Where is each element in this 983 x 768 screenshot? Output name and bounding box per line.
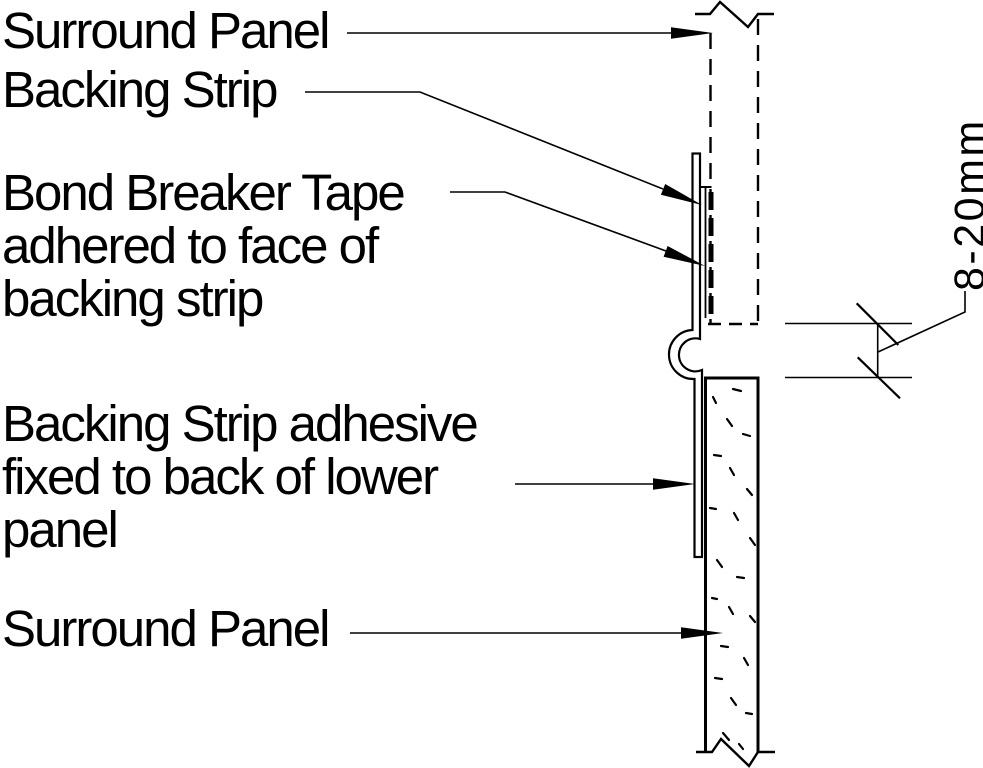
dimension-tick-icon [855,302,900,346]
label-line: Backing Strip adhesive [2,395,479,452]
annotation-surround-panel-top: Surround Panel [2,2,330,59]
dimension-text-leader [877,291,966,353]
leader-backing-strip-adhesive [515,478,695,490]
leader-arrowhead-icon [671,27,713,39]
label-line: adhered to face of [2,217,379,274]
upper-panel-break-symbol [695,0,774,29]
leader-bond-breaker-tape [450,191,705,266]
leader-arrowhead-icon [653,478,695,490]
backing-strip-profile [667,152,704,559]
bond-breaker-tape [700,186,714,320]
label-line: backing strip [2,270,264,327]
gap-dimension-value: 8-20mm [946,118,983,291]
label-line: Backing Strip [2,61,278,118]
leader-surround-panel-top [347,27,713,39]
leader-arrowhead-icon [681,627,723,639]
gap-dimension [785,291,966,400]
annotation-backing-strip-adhesive: Backing Strip adhesive fixed to back of … [2,395,479,558]
label-line: Bond Breaker Tape [2,164,406,221]
label-line: Surround Panel [2,600,330,657]
annotation-bond-breaker-tape: Bond Breaker Tape adhered to face of bac… [2,164,406,327]
leader-backing-strip [305,91,702,205]
lower-panel-break-symbol [696,737,775,768]
leader-arrowhead-icon [663,246,705,266]
dimension-tick-icon [856,356,901,400]
annotation-surround-panel-bottom: Surround Panel [2,600,330,657]
annotation-backing-strip: Backing Strip [2,61,278,118]
label-line: panel [2,501,119,558]
upper-surround-panel-outline [695,0,774,326]
label-line: fixed to back of lower [2,448,439,505]
leader-surround-panel-bottom [350,627,723,639]
leader-arrowhead-icon [660,184,702,205]
lower-surround-panel-outline [696,376,775,768]
label-line: Surround Panel [2,2,330,59]
panel-speckle-texture [708,387,757,751]
